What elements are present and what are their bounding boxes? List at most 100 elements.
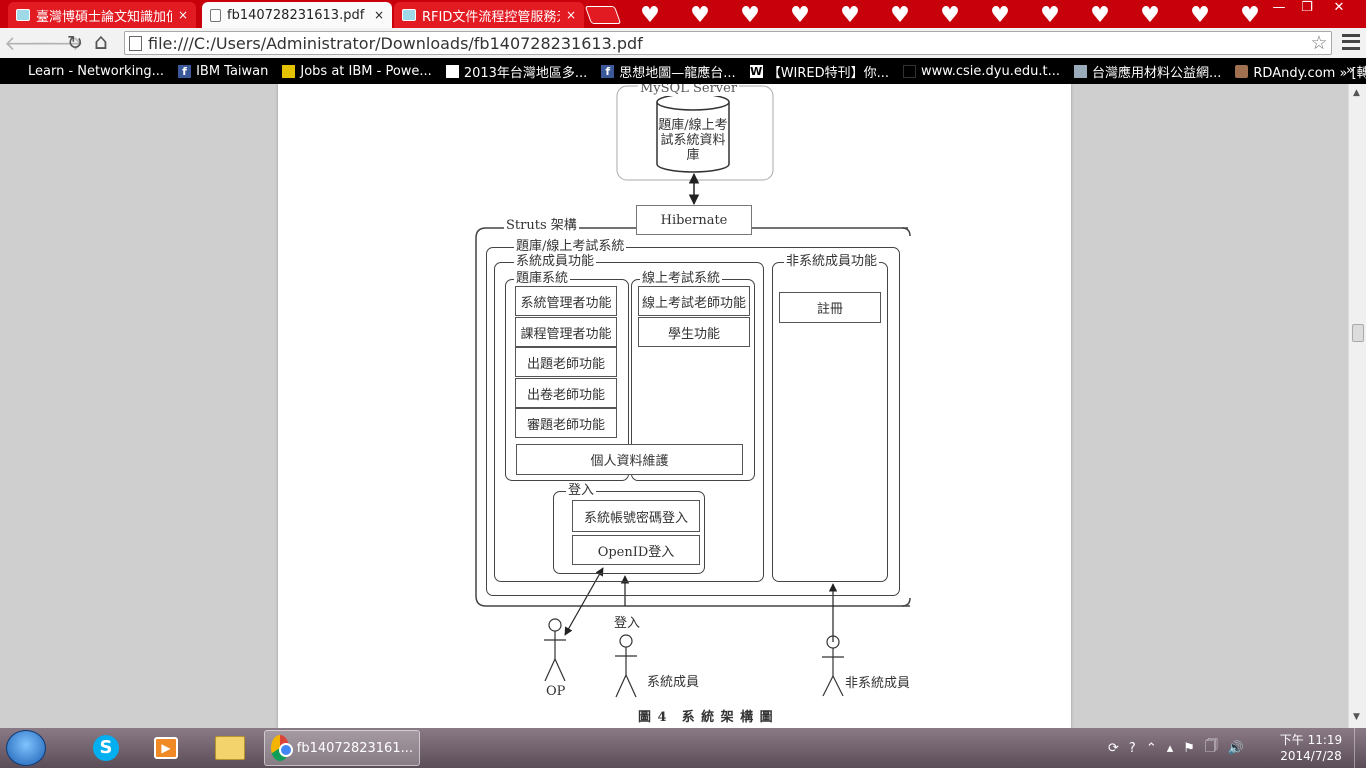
heart-icon: ♥ xyxy=(840,2,860,28)
bank-system-label: 題庫系統 xyxy=(514,271,571,286)
show-desktop-button[interactable] xyxy=(1354,728,1366,768)
actor-nonmember-figure xyxy=(822,635,844,697)
heart-icon: ♥ xyxy=(1240,2,1260,28)
wired-icon: W xyxy=(749,64,763,78)
actor-nonmember-label: 非系統成員 xyxy=(845,676,911,691)
clock[interactable]: 下午 11:19 2014/7/28 xyxy=(1276,732,1346,764)
bookmark-item[interactable]: 2013年台灣地區多... xyxy=(445,62,588,81)
database-label: 題庫/線上考 試系統資料 庫 xyxy=(658,118,728,163)
chrome-menu-button[interactable] xyxy=(1342,32,1360,52)
taskbar-chrome-label: fb14072823161... xyxy=(296,740,413,756)
network-icon[interactable]: 🗍 xyxy=(1204,739,1218,754)
bookmark-item[interactable]: Learn - Networking... xyxy=(28,64,164,79)
bookmark-label: 思想地圖—龍應台... xyxy=(619,65,736,81)
windows-taskbar: S ▶ fb14072823161... ⟳ ? ⌃ ▴ ⚑ 🗍 🔊 下午 11… xyxy=(0,728,1366,768)
taskbar-chrome[interactable]: fb14072823161... xyxy=(264,730,420,766)
bookmark-label: www.csie.dyu.edu.t... xyxy=(921,63,1060,79)
minimize-button[interactable]: — xyxy=(1272,0,1286,15)
sync-icon[interactable]: ⟳ xyxy=(1108,740,1119,756)
media-player-icon: ▶ xyxy=(154,737,178,759)
bookmark-item[interactable]: W 【WIRED特刊】你... xyxy=(749,62,889,81)
scroll-up-icon[interactable]: ▲ xyxy=(1353,88,1360,98)
bookmark-label: 2013年台灣地區多... xyxy=(463,65,588,81)
bank-item-box: 課程管理者功能 xyxy=(515,317,617,347)
start-button[interactable] xyxy=(6,730,46,766)
bookmarks-overflow-button[interactable]: » xyxy=(1346,63,1354,78)
facebook-icon: f xyxy=(178,64,192,78)
reload-button[interactable]: ↻ xyxy=(67,32,83,54)
vertical-scrollbar[interactable]: ▲ ▼ xyxy=(1348,84,1366,728)
scroll-thumb[interactable] xyxy=(1352,324,1364,342)
restore-button[interactable]: ❐ xyxy=(1301,0,1313,15)
heart-icon: ♥ xyxy=(940,2,960,28)
ime-icon[interactable]: ⌃ xyxy=(1145,740,1157,756)
bookmark-item[interactable]: 台灣應用材料公益網... xyxy=(1073,62,1222,81)
exam-system-label: 線上考試系統 xyxy=(640,271,723,286)
help-icon[interactable]: ? xyxy=(1128,740,1136,756)
bookmark-star-icon[interactable]: ☆ xyxy=(1310,32,1328,54)
bookmark-label: RDAndy.com » [轉... xyxy=(1253,65,1366,81)
address-input[interactable]: file:///C:/Users/Administrator/Downloads… xyxy=(148,33,643,53)
tab-title: 臺灣博碩士論文知識加值系 xyxy=(36,9,172,25)
login-item-box: OpenID登入 xyxy=(572,535,700,565)
back-button[interactable]: 🡐 xyxy=(4,31,58,55)
database-cylinder xyxy=(656,93,730,173)
action-center-flag-icon[interactable]: ⚑ xyxy=(1183,740,1195,756)
bookmark-item[interactable]: Jobs at IBM - Powe... xyxy=(282,64,432,79)
tab-thesis-system[interactable]: 臺灣博碩士論文知識加值系 × xyxy=(8,2,196,28)
system-label: 題庫/線上考試系統 xyxy=(514,239,627,254)
bookmark-item[interactable]: f 思想地圖—龍應台... xyxy=(601,62,736,81)
actor-op-label: OP xyxy=(546,684,566,699)
taskbar-media-player[interactable]: ▶ xyxy=(148,730,184,766)
tab-strip: 臺灣博碩士論文知識加值系 × fb140728231613.pdf × RFID… xyxy=(0,0,1366,28)
forward-button[interactable]: 🡒 xyxy=(30,31,84,55)
bookmark-item[interactable]: RDAndy.com » [轉... xyxy=(1235,62,1366,81)
actor-member-figure xyxy=(615,634,637,698)
struts-label: Struts 架構 xyxy=(504,218,579,233)
bookmark-label: Learn - Networking... xyxy=(28,63,165,79)
volume-icon[interactable]: 🔊 xyxy=(1227,740,1245,756)
bookmark-item[interactable]: f IBM Taiwan xyxy=(178,64,268,79)
page-icon xyxy=(129,35,142,51)
bank-item-box: 出卷老師功能 xyxy=(515,378,617,408)
home-button[interactable]: ⌂ xyxy=(94,30,108,55)
heart-icon: ♥ xyxy=(1190,2,1210,28)
heart-icon: ♥ xyxy=(990,2,1010,28)
taskbar-skype[interactable]: S xyxy=(88,730,124,766)
facebook-icon: f xyxy=(601,64,615,78)
ibm-icon xyxy=(282,64,296,78)
bookmark-label: IBM Taiwan xyxy=(196,63,269,79)
tab-close-icon[interactable]: × xyxy=(177,8,188,22)
heart-icon: ♥ xyxy=(1140,2,1160,28)
address-bar[interactable]: file:///C:/Users/Administrator/Downloads… xyxy=(124,31,1332,55)
close-window-button[interactable]: ✕ xyxy=(1333,0,1345,15)
new-tab-button[interactable] xyxy=(584,6,622,24)
clock-date: 2014/7/28 xyxy=(1280,749,1342,763)
struts-frame xyxy=(475,227,910,607)
tab-pdf[interactable]: fb140728231613.pdf × xyxy=(202,2,392,28)
database-label-line: 試系統資料 xyxy=(660,133,726,148)
database-label-line: 題庫/線上考 xyxy=(658,118,728,133)
bank-item-box: 系統管理者功能 xyxy=(515,286,617,316)
taskbar-explorer[interactable] xyxy=(210,730,250,766)
bookmark-item[interactable]: www.csie.dyu.edu.t... xyxy=(903,64,1060,79)
heart-icon: ♥ xyxy=(1040,2,1060,28)
actor-member-label: 系統成員 xyxy=(647,675,700,690)
site-favicon-icon xyxy=(402,9,416,21)
heart-icon: ♥ xyxy=(890,2,910,28)
browser-toolbar: 🡐 🡒 ↻ ⌂ file:///C:/Users/Administrator/D… xyxy=(0,28,1366,58)
site-favicon-icon xyxy=(16,9,30,21)
member-functions-label: 系統成員功能 xyxy=(514,254,597,269)
tab-close-icon[interactable]: × xyxy=(565,8,576,22)
non-member-label: 非系統成員功能 xyxy=(784,254,880,269)
personal-info-box: 個人資料維護 xyxy=(516,444,743,475)
bookmark-label: 台灣應用材料公益網... xyxy=(1091,65,1222,81)
tab-title: fb140728231613.pdf xyxy=(227,7,365,23)
show-hidden-icons-icon[interactable]: ▴ xyxy=(1166,740,1174,756)
pdf-viewport[interactable]: MySQL Server 題庫/線上考 試系統資料 庫 Hibernate St… xyxy=(0,84,1348,728)
scroll-down-icon[interactable]: ▼ xyxy=(1353,712,1360,722)
document-icon xyxy=(445,64,459,78)
tab-rfid[interactable]: RFID文件流程控管服務元 × xyxy=(394,2,584,28)
actor-op-figure xyxy=(544,618,566,682)
tab-close-icon[interactable]: × xyxy=(373,8,384,22)
